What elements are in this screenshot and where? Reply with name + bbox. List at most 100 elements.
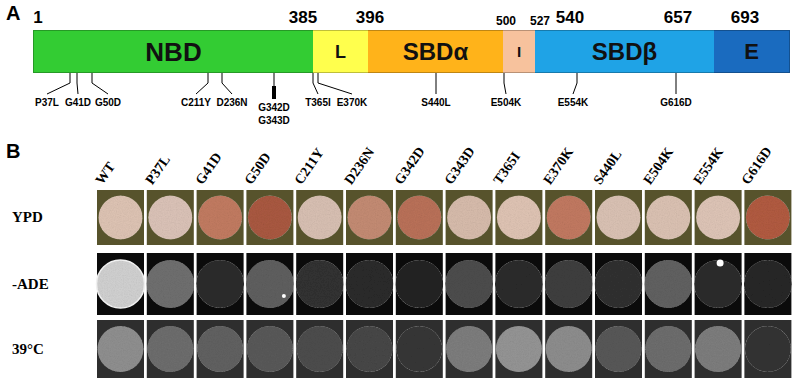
yeast-spot: [695, 326, 741, 372]
mutation-label: E370K: [337, 97, 368, 108]
mutation-label: E554K: [558, 97, 589, 108]
yeast-spot: [248, 196, 292, 240]
residue-number: 527: [530, 15, 550, 28]
plate-background: [545, 190, 592, 245]
plate-background: [246, 253, 293, 315]
yeast-spot: [597, 196, 641, 240]
yeast-spot: [397, 196, 441, 240]
column-header: G50D: [242, 150, 275, 187]
plate-cell: [645, 190, 692, 245]
mutation-label: G50D: [95, 97, 121, 108]
plate-cell: [744, 190, 791, 245]
plate-cell: [744, 253, 792, 315]
column-header: T365I: [491, 149, 524, 187]
row-header: 39°C: [12, 341, 44, 358]
residue-number: 1: [33, 9, 42, 28]
domain-segment: SBDα: [368, 30, 503, 73]
column-header: E554K: [690, 144, 726, 187]
plate-background: [346, 320, 393, 378]
plate-background: [147, 253, 194, 315]
yeast-spot: [148, 196, 192, 240]
mutation-label: G343D: [258, 115, 290, 126]
mutation-label: G342D: [258, 102, 290, 113]
yeast-spot: [744, 260, 792, 308]
domain-name: I: [517, 44, 521, 59]
column-header: G342D: [391, 144, 428, 187]
leader-line: [573, 73, 577, 94]
column-header: G616D: [738, 144, 775, 187]
leader-line: [504, 73, 506, 94]
leader-line: [313, 73, 318, 94]
row-header: YPD: [12, 209, 43, 226]
plate-cell: [446, 190, 493, 245]
plate-background: [197, 320, 244, 378]
plate-background: [645, 253, 692, 315]
plate-cell: [346, 320, 393, 378]
column-header: D236N: [341, 144, 377, 187]
plate-cell: [97, 190, 144, 245]
plate-cell: [246, 190, 293, 245]
residue-number: 693: [731, 9, 759, 28]
leader-line: [318, 73, 352, 94]
plate-background: [744, 253, 791, 315]
plate-cell: [346, 253, 394, 315]
plate-cell: [246, 253, 294, 315]
plate-cell: [97, 253, 145, 315]
plate-background: [645, 190, 692, 245]
residue-number: 385: [289, 9, 317, 28]
spot-assay: [97, 190, 792, 378]
yeast-spot: [495, 260, 543, 308]
plate-background: [97, 320, 144, 378]
plate-background: [695, 320, 742, 378]
column-header: G41D: [192, 150, 225, 187]
residue-number: 657: [664, 9, 692, 28]
plate-background: [695, 190, 742, 245]
mutation-label: S440L: [421, 97, 450, 108]
plate-background: [495, 190, 542, 245]
yeast-spot: [595, 260, 643, 308]
yeast-spot: [197, 326, 243, 372]
yeast-spot: [97, 260, 145, 308]
plate-background: [197, 190, 244, 245]
yeast-spot: [247, 326, 293, 372]
column-header: P37L: [142, 152, 173, 187]
plate-background: [396, 320, 443, 378]
column-header: C211Y: [292, 145, 328, 187]
residue-number: 540: [556, 9, 584, 28]
yeast-spot: [147, 326, 193, 372]
plate-cell: [196, 253, 244, 315]
yeast-spot: [196, 260, 244, 308]
domain-name: NBD: [145, 39, 201, 65]
mutation-label: C211Y: [181, 97, 211, 108]
plate-cell: [595, 190, 642, 245]
row-header: -ADE: [12, 276, 49, 293]
plate-background: [695, 253, 742, 315]
plate-background: [147, 190, 194, 245]
column-header: E504K: [640, 144, 676, 187]
yeast-spot: [348, 196, 392, 240]
yeast-spot: [644, 260, 692, 308]
leader-line: [222, 73, 232, 94]
plate-cell: [97, 320, 144, 378]
yeast-spot: [346, 260, 394, 308]
yeast-spot: [198, 196, 242, 240]
plate-cell: [545, 320, 592, 378]
plate-background: [147, 320, 194, 378]
panel-letter: A: [6, 2, 20, 24]
plate-cell: [147, 190, 194, 245]
plate-cell: [197, 320, 244, 378]
yeast-spot: [146, 260, 194, 308]
yeast-spot: [447, 196, 491, 240]
plate-cell: [545, 253, 593, 315]
domain-segment: L: [313, 30, 368, 73]
mutation-label: P37L: [35, 97, 59, 108]
yeast-spot: [646, 196, 690, 240]
plate-background: [446, 190, 493, 245]
mutation-label: G41D: [65, 97, 91, 108]
plate-cell: [545, 190, 592, 245]
plate-cell: [296, 190, 343, 245]
yeast-spot: [746, 196, 790, 240]
yeast-spot: [496, 326, 542, 372]
plate-cell: [695, 190, 742, 245]
plate-background: [197, 253, 244, 315]
